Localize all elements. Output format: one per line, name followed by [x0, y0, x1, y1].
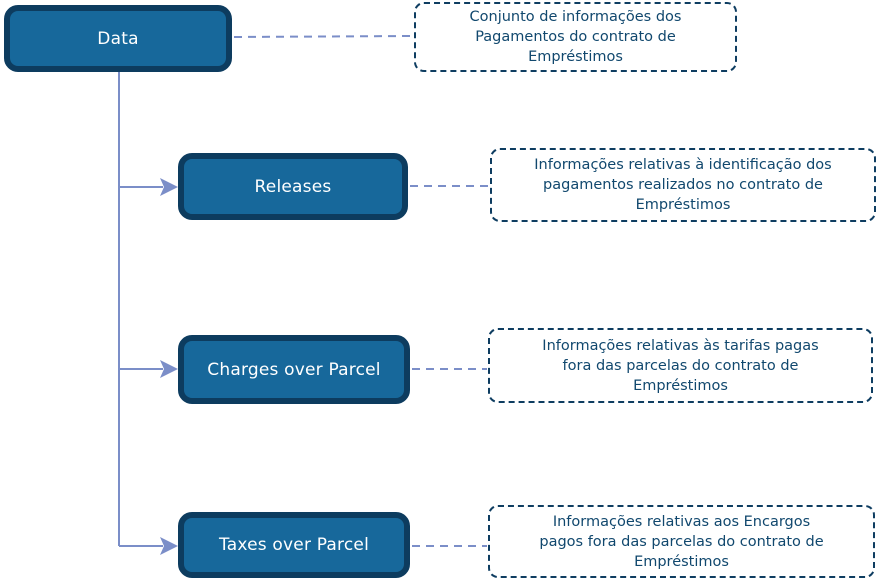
annotation-line: Informações relativas aos Encargos — [552, 513, 811, 530]
node-releases-label: Releases — [254, 176, 332, 197]
annotation-line: Pagamentos do contrato de — [475, 29, 676, 45]
annotation-line: Informações relativas à identificação do… — [534, 157, 832, 173]
node-data-label: Data — [97, 28, 139, 49]
node-taxes-label: Taxes over Parcel — [218, 535, 369, 555]
arrowhead-taxes-icon — [160, 537, 178, 555]
annotation-line: fora das parcelas do contrato de — [562, 357, 799, 374]
arrowhead-charges-icon — [160, 360, 178, 378]
annotation-line: pagos fora das parcelas do contrato de — [539, 533, 824, 550]
annotation-line: Empréstimos — [634, 553, 729, 570]
annotation-data: Conjunto de informações dos Pagamentos d… — [414, 2, 737, 72]
node-charges-label: Charges over Parcel — [207, 359, 381, 380]
node-releases: Releases — [178, 153, 408, 220]
annotation-releases: Informações relativas à identificação do… — [490, 148, 876, 222]
node-data: Data — [4, 5, 232, 72]
annotation-line: pagamentos realizados no contrato de — [543, 177, 823, 193]
connector-data-annotation — [233, 35, 414, 38]
annotation-line: Empréstimos — [635, 197, 731, 213]
arrowhead-releases-icon — [160, 178, 178, 196]
annotation-line: Empréstimos — [528, 49, 623, 65]
node-taxes-over-parcel: Taxes over Parcel — [178, 512, 410, 578]
annotation-line: Conjunto de informações dos — [469, 9, 682, 25]
annotation-line: Empréstimos — [633, 377, 728, 394]
node-charges-over-parcel: Charges over Parcel — [178, 335, 410, 404]
annotation-charges-over-parcel: Informações relativas às tarifas pagas f… — [488, 328, 873, 403]
annotation-line: Informações relativas às tarifas pagas — [542, 337, 819, 354]
annotation-taxes-over-parcel: Informações relativas aos Encargos pagos… — [488, 505, 875, 578]
